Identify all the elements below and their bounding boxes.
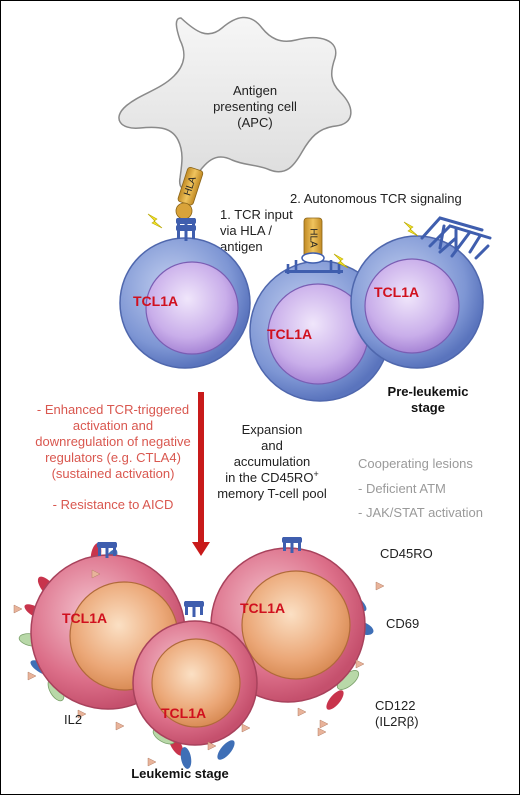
antigen-peptide <box>175 202 193 220</box>
step1-line3: antigen <box>220 239 263 254</box>
tcr-leukemic-cell2 <box>184 601 204 617</box>
step1-line2: via HLA / <box>220 223 272 238</box>
apc-label-line3: (APC) <box>237 115 272 130</box>
tcr-cluster-cell3 <box>420 216 492 260</box>
apc-label-line1: Antigen <box>233 83 277 98</box>
progression-arrow <box>192 392 210 556</box>
tcl1a-cell1: TCL1A <box>133 293 178 309</box>
marker-cd69: CD69 <box>386 616 419 631</box>
marker-il2: IL2 <box>64 712 82 727</box>
leukemic-cell-2 <box>132 620 258 746</box>
cooperating-title: Cooperating lesions <box>358 456 473 471</box>
expansion-line2: and <box>261 438 283 453</box>
expansion-line3: accumulation <box>234 454 311 469</box>
preleukemic-line1: Pre-leukemic <box>388 384 469 399</box>
tcl1a-cell2: TCL1A <box>267 326 312 342</box>
svg-text:in the CD45RO+: in the CD45RO+ <box>225 469 318 485</box>
tcl1a-leukemic-3: TCL1A <box>240 600 285 616</box>
preleukemic-line2: stage <box>411 400 445 415</box>
apc-cell <box>118 16 352 190</box>
leukemic-stage-label: Leukemic stage <box>131 766 229 781</box>
expansion-line4: in the CD45RO <box>225 470 313 485</box>
expansion-text: Expansion and accumulation in the CD45RO… <box>217 422 327 501</box>
tcr-cluster-cell2 <box>285 260 343 274</box>
cooperating-item1: - Deficient ATM <box>358 481 446 496</box>
marker-cd122: CD122 <box>375 698 415 713</box>
cooperating-lesions: Cooperating lesions - Deficient ATM - JA… <box>358 456 483 520</box>
effects-line2: activation and <box>73 418 153 433</box>
expansion-line5: memory T-cell pool <box>217 486 327 501</box>
step1-line1: 1. TCR input <box>220 207 293 222</box>
t-cell-3 <box>350 235 484 369</box>
tcl1a-leukemic-2: TCL1A <box>161 705 206 721</box>
tcl1a-leukemic-1: TCL1A <box>62 610 107 626</box>
effects-line5: (sustained activation) <box>52 466 175 481</box>
tcr-leukemic-cell3 <box>282 537 302 553</box>
effects-line4: regulators (e.g. CTLA4) <box>45 450 181 465</box>
cooperating-item2: - JAK/STAT activation <box>358 505 483 520</box>
tcr-leukemic-cell1 <box>97 542 117 558</box>
expansion-line4-sup: + <box>313 469 318 479</box>
lightning-cell3 <box>403 221 419 237</box>
effects-line6: - Resistance to AICD <box>53 497 174 512</box>
expansion-line1: Expansion <box>242 422 303 437</box>
t-cell-1: TCL1A <box>119 213 251 369</box>
marker-cd45ro: CD45RO <box>380 546 433 561</box>
apc-label-line2: presenting cell <box>213 99 297 114</box>
hla-molecule-apc: HLA <box>177 166 204 206</box>
hla-label-cell2: HLA <box>307 228 318 248</box>
effects-line3: downregulation of negative <box>35 434 190 449</box>
tcl1a-cell3: TCL1A <box>374 284 419 300</box>
effects-text: - Enhanced TCR-triggered activation and … <box>35 402 190 512</box>
effects-line1: - Enhanced TCR-triggered <box>37 402 189 417</box>
marker-il2rb: (IL2Rβ) <box>375 714 419 729</box>
step2-label: 2. Autonomous TCR signaling <box>290 191 462 206</box>
hla-molecule-cell2: HLA <box>301 217 325 264</box>
